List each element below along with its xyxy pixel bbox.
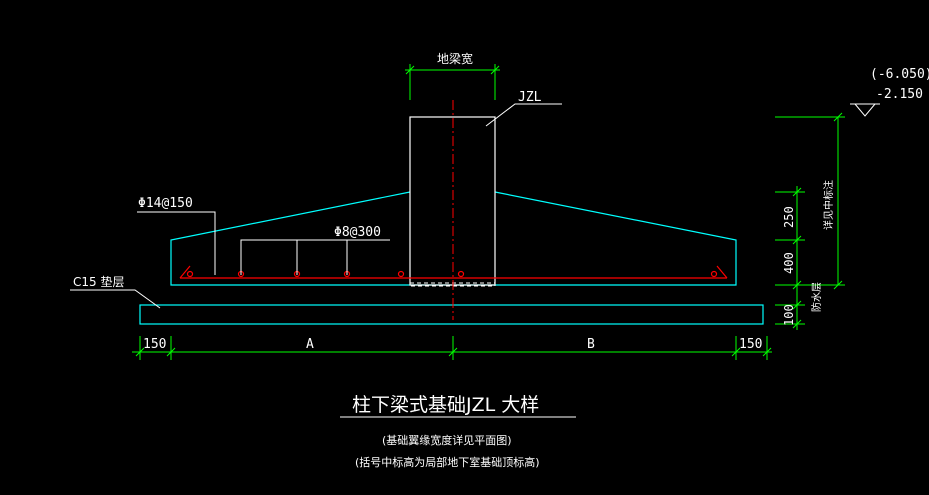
dim-100-label: 100 [782, 304, 796, 326]
stirrup-leader [240, 239, 390, 275]
leader-lines [70, 103, 576, 418]
rebar-hook-left [179, 265, 191, 279]
rebar-group [179, 265, 728, 279]
drawing-title: 柱下梁式基础JZL 大样 [352, 394, 539, 416]
foundation-outline [139, 191, 764, 325]
elevation-note-label: 详见中标注 [822, 180, 835, 230]
dim-250-label: 250 [782, 206, 796, 228]
rebar-dot [397, 270, 405, 278]
rebar-dot [186, 270, 194, 278]
bottom-rebar-label: Φ14@150 [138, 196, 193, 211]
dimension-lines [132, 64, 845, 360]
dim-right-150-label: 150 [739, 337, 762, 352]
note-elevation: (括号中标高为局部地下室基础顶标高) [355, 455, 540, 469]
dim-a-label: A [306, 337, 314, 352]
bottom-rebar-leader [137, 211, 216, 275]
dim-left-150-label: 150 [143, 337, 166, 352]
rebar-dot [710, 270, 718, 278]
rebar-dot [457, 270, 465, 278]
stirrup-label: Φ8@300 [334, 225, 381, 240]
elevation-label: -2.150 [876, 87, 923, 102]
rebar-hook-right [716, 265, 728, 279]
cushion-leader [70, 289, 161, 309]
beam-code-leader [485, 103, 562, 127]
dim-400-label: 400 [782, 252, 796, 274]
note-flange-width: (基础翼缘宽度详见平面图) [382, 433, 512, 447]
dim-b-label: B [587, 337, 595, 352]
beam-width-label: 地梁宽 [437, 51, 473, 66]
cushion-layer [139, 304, 764, 325]
elevation-paren-label: (-6.050) [870, 67, 929, 82]
side-note-label: 防水层 [810, 282, 823, 312]
cushion-label: C15 垫层 [73, 274, 124, 289]
beam-code-label: JZL [518, 90, 542, 105]
elevation-marker [850, 103, 880, 117]
